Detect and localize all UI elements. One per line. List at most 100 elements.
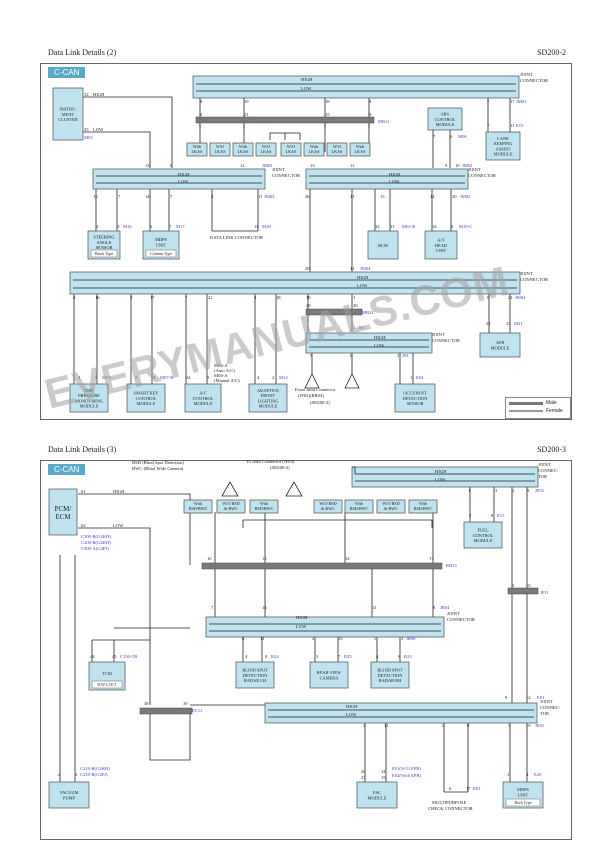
pin-label: 45 (112, 654, 117, 659)
pin-label: EC11 (192, 708, 203, 713)
pin-label: E15 (497, 513, 505, 518)
variant-label: W/O (216, 144, 224, 149)
pin-label: 29 (306, 303, 311, 308)
variant-label: BSD/BWC (255, 506, 274, 511)
pin-label: E15 (516, 123, 524, 128)
pin-label: M06 (458, 134, 467, 139)
pin-label: HIGH (374, 335, 386, 340)
pin-label: 3 (316, 654, 319, 659)
connector-jf11 (507, 587, 539, 595)
module-label: KEEPING (494, 141, 514, 146)
pin-label: C150-TB (120, 654, 137, 659)
pin-label: LOW (346, 712, 357, 717)
wire (83, 96, 173, 168)
variant-box (344, 499, 374, 514)
pin-label: 7 (170, 194, 173, 199)
pin-label: 6 (451, 224, 454, 229)
pin-label: 6 (350, 353, 353, 358)
module-label: PRESSURE (78, 393, 100, 398)
pin-label: J03 (358, 325, 365, 330)
module-box (367, 230, 399, 260)
variant-label: LKAS (192, 149, 204, 154)
pin-label: M19-C (459, 224, 472, 229)
module-label: STEERING (93, 235, 115, 240)
pin-label: C210-B(G4KH) (80, 766, 110, 771)
pin-label: CONNECTOR (520, 78, 549, 83)
pin-label: 14 (345, 556, 350, 561)
variant-label: LKAS (309, 149, 321, 154)
pin-label: JOINT (272, 167, 285, 172)
wire (78, 493, 191, 565)
pin-label: (Manual A/C) (214, 378, 240, 383)
pin-label: JM02 (462, 163, 473, 168)
pin-label: 17 (150, 295, 155, 300)
pin-label: R23 (404, 654, 412, 659)
pin-label: C300-A(G4FJ) (81, 546, 109, 551)
module-label: MODULE (80, 404, 99, 409)
variant-label: LKAS (261, 149, 273, 154)
module-box (356, 781, 398, 809)
module-label: UNIT (518, 792, 529, 797)
wire (83, 131, 151, 168)
module-type-badge (91, 680, 123, 689)
module-box (48, 488, 78, 536)
variant-label: With (356, 144, 365, 149)
module-label: MODULE (436, 122, 455, 127)
pin-label: 6 (450, 134, 453, 139)
pin-label: 39 (183, 701, 188, 706)
pin-label: 14 (430, 194, 435, 199)
wire (149, 714, 191, 761)
module-type-badge (505, 798, 541, 807)
module-label: LIGHTING (258, 398, 280, 403)
pin-label: LOW (93, 127, 104, 132)
pin-label: 6 (200, 112, 203, 117)
pin-label: 33 (84, 127, 89, 132)
pin-label: LOW (435, 477, 446, 482)
pin-label: E04 (416, 375, 424, 380)
pin-label: 17 (466, 786, 471, 791)
pin-label: 2 (272, 375, 275, 380)
panel-code: SD200-3 (537, 445, 566, 454)
pin-label: 12 (350, 163, 355, 168)
pin-label: HIGH (357, 275, 369, 280)
pin-label: To Joint Connector (JF03) (246, 459, 295, 464)
pin-label: JM03 (460, 194, 471, 199)
module-box (52, 87, 84, 141)
pin-label: 4 (78, 375, 81, 380)
module-label: REAR VIEW (317, 670, 342, 675)
pin-label: 12 (240, 163, 245, 168)
pin-label: 4 (257, 375, 260, 380)
pin-label: 4 (363, 723, 366, 728)
module-box (463, 521, 503, 549)
variant-label: LKAS (215, 149, 227, 154)
module-label: FUEL (478, 528, 489, 533)
module-label: DETECTION (243, 673, 268, 678)
pin-label: 38 (144, 701, 149, 706)
pin-label: R24 (271, 654, 279, 659)
pin-label: 2 (469, 513, 472, 518)
pin-label: 22 (208, 295, 213, 300)
variant-box (303, 142, 325, 157)
pin-label: 2 (130, 295, 133, 300)
module-label: ECM (55, 513, 71, 521)
pin-label: JOINT (447, 611, 460, 616)
pin-label: 3 (401, 636, 404, 641)
pin-label: 20 (305, 266, 310, 271)
pin-label: 16 (526, 583, 531, 588)
pin-label: 4 (73, 295, 76, 300)
variant-label: BSD/BWC (189, 506, 208, 511)
pin-label: 3 (495, 488, 498, 493)
module-label: VACUUM (60, 790, 79, 795)
pin-label: 8 (170, 163, 173, 168)
module-label: PUMP (63, 795, 76, 800)
pin-label: 4 (96, 224, 99, 229)
module-label: MONITORING (75, 398, 104, 403)
pin-label: JF02 (535, 488, 545, 493)
pin-label: M02-A (214, 363, 228, 368)
pin-label: 13 (145, 163, 150, 168)
pin-label: (Auto A/C) (214, 368, 235, 373)
pin-label: M14 (279, 375, 288, 380)
variant-label: W/O (262, 144, 270, 149)
pin-label: 26 (361, 769, 366, 774)
